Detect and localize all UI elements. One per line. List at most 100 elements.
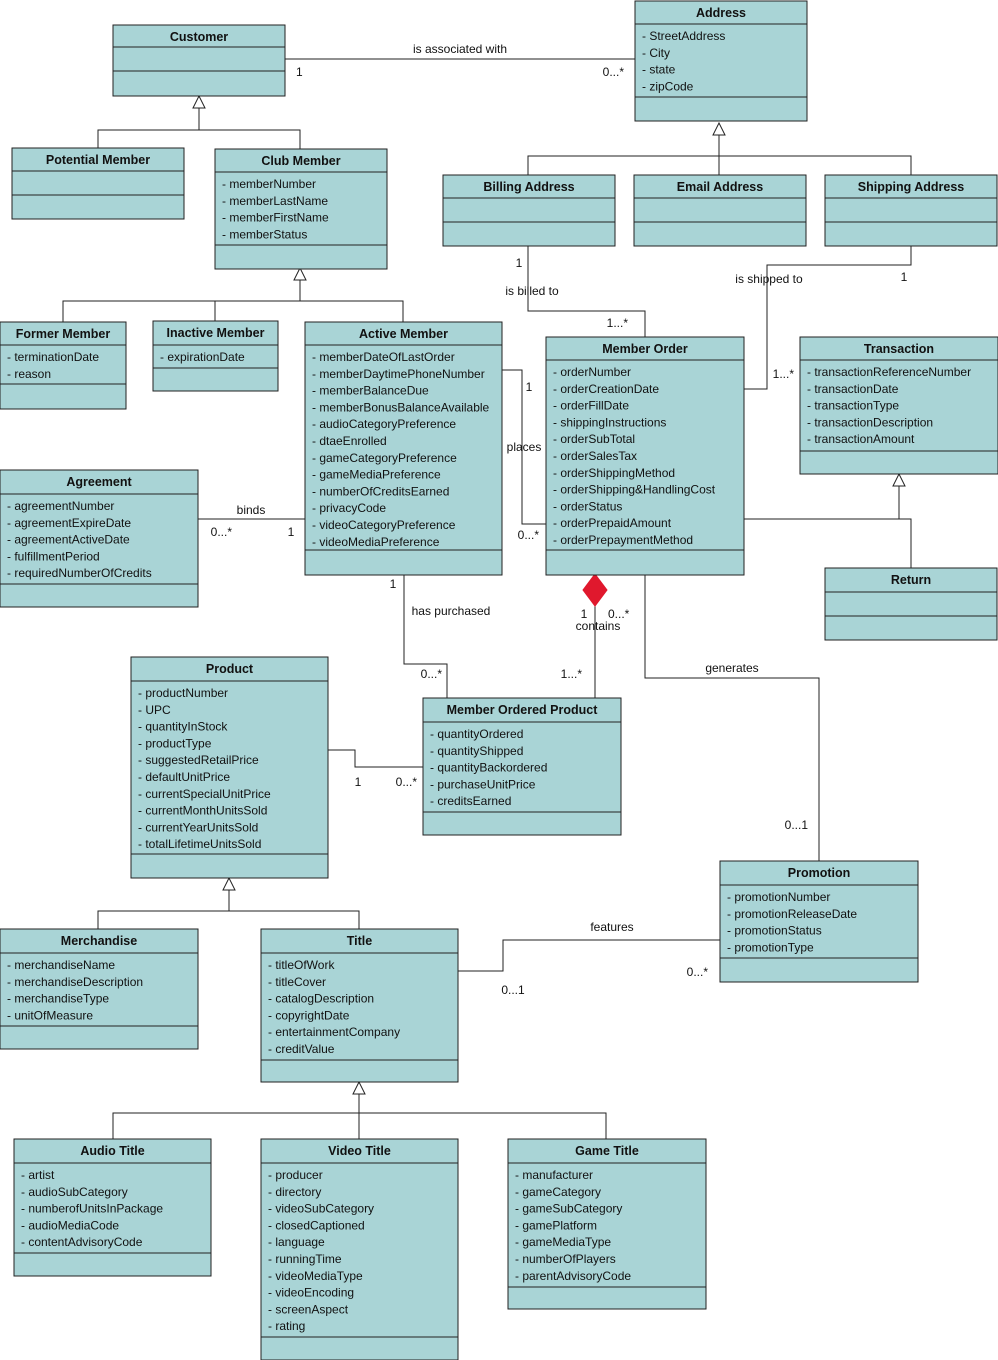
generalization-arrowhead: [192, 94, 206, 109]
class-attribute: - quantityShipped: [430, 744, 523, 758]
class-attribute: - producer: [268, 1168, 323, 1182]
connectors: [62, 58, 912, 1139]
class-attribute: - defaultUnitPrice: [138, 770, 230, 784]
class-name: Game Title: [575, 1144, 639, 1158]
association-line: [458, 939, 720, 972]
generalization-line: [62, 300, 404, 322]
class-attribute: - fulfillmentPeriod: [7, 549, 100, 563]
class-attribute: - requiredNumberOfCredits: [7, 566, 152, 580]
class-name: Shipping Address: [858, 180, 965, 194]
class-attribute: - quantityInStock: [138, 720, 228, 734]
class-video-title: Video Title- producer- directory- videoS…: [260, 1138, 459, 1360]
label-contains-order-mult: 1: [581, 607, 588, 621]
class-transaction: Transaction- transactionReferenceNumber-…: [799, 336, 998, 475]
class-attribute: - orderPrepaidAmount: [553, 516, 672, 530]
class-name: Active Member: [359, 327, 448, 341]
class-box: [507, 1138, 707, 1310]
label-customer-mult: 1: [296, 65, 303, 79]
class-name: Former Member: [16, 327, 111, 341]
class-box: [260, 928, 459, 1083]
generalization-line: [97, 129, 301, 149]
class-address: Address- StreetAddress- City- state- zip…: [634, 0, 808, 122]
class-box: [634, 0, 808, 122]
class-attribute: - totalLifetimeUnitsSold: [138, 837, 261, 851]
class-name: Customer: [170, 30, 228, 44]
class-box: [0, 321, 127, 410]
class-attribute: - transactionDescription: [807, 415, 933, 429]
class-attribute: - gameSubCategory: [515, 1202, 622, 1216]
class-attribute: - transactionAmount: [807, 432, 915, 446]
label-contains-name: contains: [576, 619, 621, 633]
class-attribute: - currentYearUnitsSold: [138, 820, 258, 834]
class-box: [152, 320, 279, 392]
class-name: Potential Member: [46, 153, 150, 167]
class-billing-address: Billing Address: [442, 174, 616, 247]
class-agreement: Agreement- agreementNumber- agreementExp…: [0, 469, 199, 608]
class-name: Member Order: [602, 342, 688, 356]
label-generates-promo-mult: 0...1: [785, 818, 809, 832]
class-attribute: - titleOfWork: [268, 958, 335, 972]
class-attribute: - productNumber: [138, 686, 228, 700]
class-attribute: - quantityBackordered: [430, 761, 547, 775]
class-box: [0, 928, 199, 1050]
class-attribute: - gamePlatform: [515, 1218, 597, 1232]
class-attribute: - orderNumber: [553, 365, 631, 379]
class-customer: Customer: [112, 24, 286, 97]
class-former-member: Former Member- terminationDate- reason: [0, 321, 127, 410]
label-customer-address-name: is associated with: [413, 42, 507, 56]
class-attribute: - transactionDate: [807, 382, 899, 396]
class-attribute: - memberFirstName: [222, 211, 329, 225]
class-attribute: - purchaseUnitPrice: [430, 777, 536, 791]
class-attribute: - quantityOrdered: [430, 727, 523, 741]
class-potential-member: Potential Member: [11, 147, 185, 220]
class-attribute: - promotionType: [727, 940, 814, 954]
class-active-member: Active Member- memberDateOfLastOrder- me…: [304, 321, 503, 576]
class-promotion: Promotion- promotionNumber- promotionRel…: [719, 860, 919, 983]
class-attribute: - manufacturer: [515, 1168, 593, 1182]
class-attribute: - currentSpecialUnitPrice: [138, 787, 271, 801]
class-attribute: - productType: [138, 736, 212, 750]
class-attribute: - screenAspect: [268, 1302, 349, 1316]
class-box: [545, 336, 745, 576]
label-features-promo-mult: 0...*: [687, 965, 709, 979]
label-purchased-mop-mult: 0...*: [421, 667, 443, 681]
class-product: Product- productNumber- UPC- quantityInS…: [130, 656, 329, 879]
class-name: Inactive Member: [167, 326, 265, 340]
generalization-arrowhead: [293, 266, 307, 281]
class-club-member: Club Member- memberNumber- memberLastNam…: [214, 148, 388, 270]
class-attribute: - merchandiseName: [7, 958, 115, 972]
class-name: Merchandise: [61, 934, 137, 948]
class-attribute: - rating: [268, 1319, 305, 1333]
class-attribute: - promotionStatus: [727, 924, 822, 938]
label-features-title-mult: 0...1: [501, 983, 525, 997]
association-line: [502, 369, 546, 525]
class-attribute: - transactionType: [807, 399, 899, 413]
class-name: Billing Address: [483, 180, 574, 194]
class-name: Title: [347, 934, 373, 948]
association-line: [328, 749, 423, 768]
class-attribute: - expirationDate: [160, 350, 245, 364]
label-contains-mop-mult: 1...*: [561, 667, 583, 681]
class-attribute: - orderCreationDate: [553, 382, 659, 396]
class-attribute: - runningTime: [268, 1252, 342, 1266]
class-attribute: - agreementNumber: [7, 499, 114, 513]
class-box: [633, 174, 807, 247]
class-member-ordered-product: Member Ordered Product- quantityOrdered-…: [422, 697, 622, 836]
class-attribute: - audioCategoryPreference: [312, 417, 456, 431]
class-merchandise: Merchandise- merchandiseName- merchandis…: [0, 928, 199, 1050]
class-attribute: - directory: [268, 1185, 321, 1199]
class-attribute: - memberDateOfLastOrder: [312, 350, 455, 364]
class-box: [442, 174, 616, 247]
class-attribute: - titleCover: [268, 975, 326, 989]
label-places-member-mult: 1: [526, 380, 533, 394]
class-member-order: Member Order - orderNumber - orderCreation…: [545, 336, 745, 576]
association-line: [403, 575, 448, 698]
label-shipped-name: is shipped to: [735, 272, 803, 286]
class-name: Email Address: [677, 180, 763, 194]
class-attribute: - audioSubCategory: [21, 1185, 128, 1199]
class-attribute: - promotionReleaseDate: [727, 907, 857, 921]
label-purchased-member-mult: 1: [390, 577, 397, 591]
class-attribute: - shippingInstructions: [553, 415, 666, 429]
